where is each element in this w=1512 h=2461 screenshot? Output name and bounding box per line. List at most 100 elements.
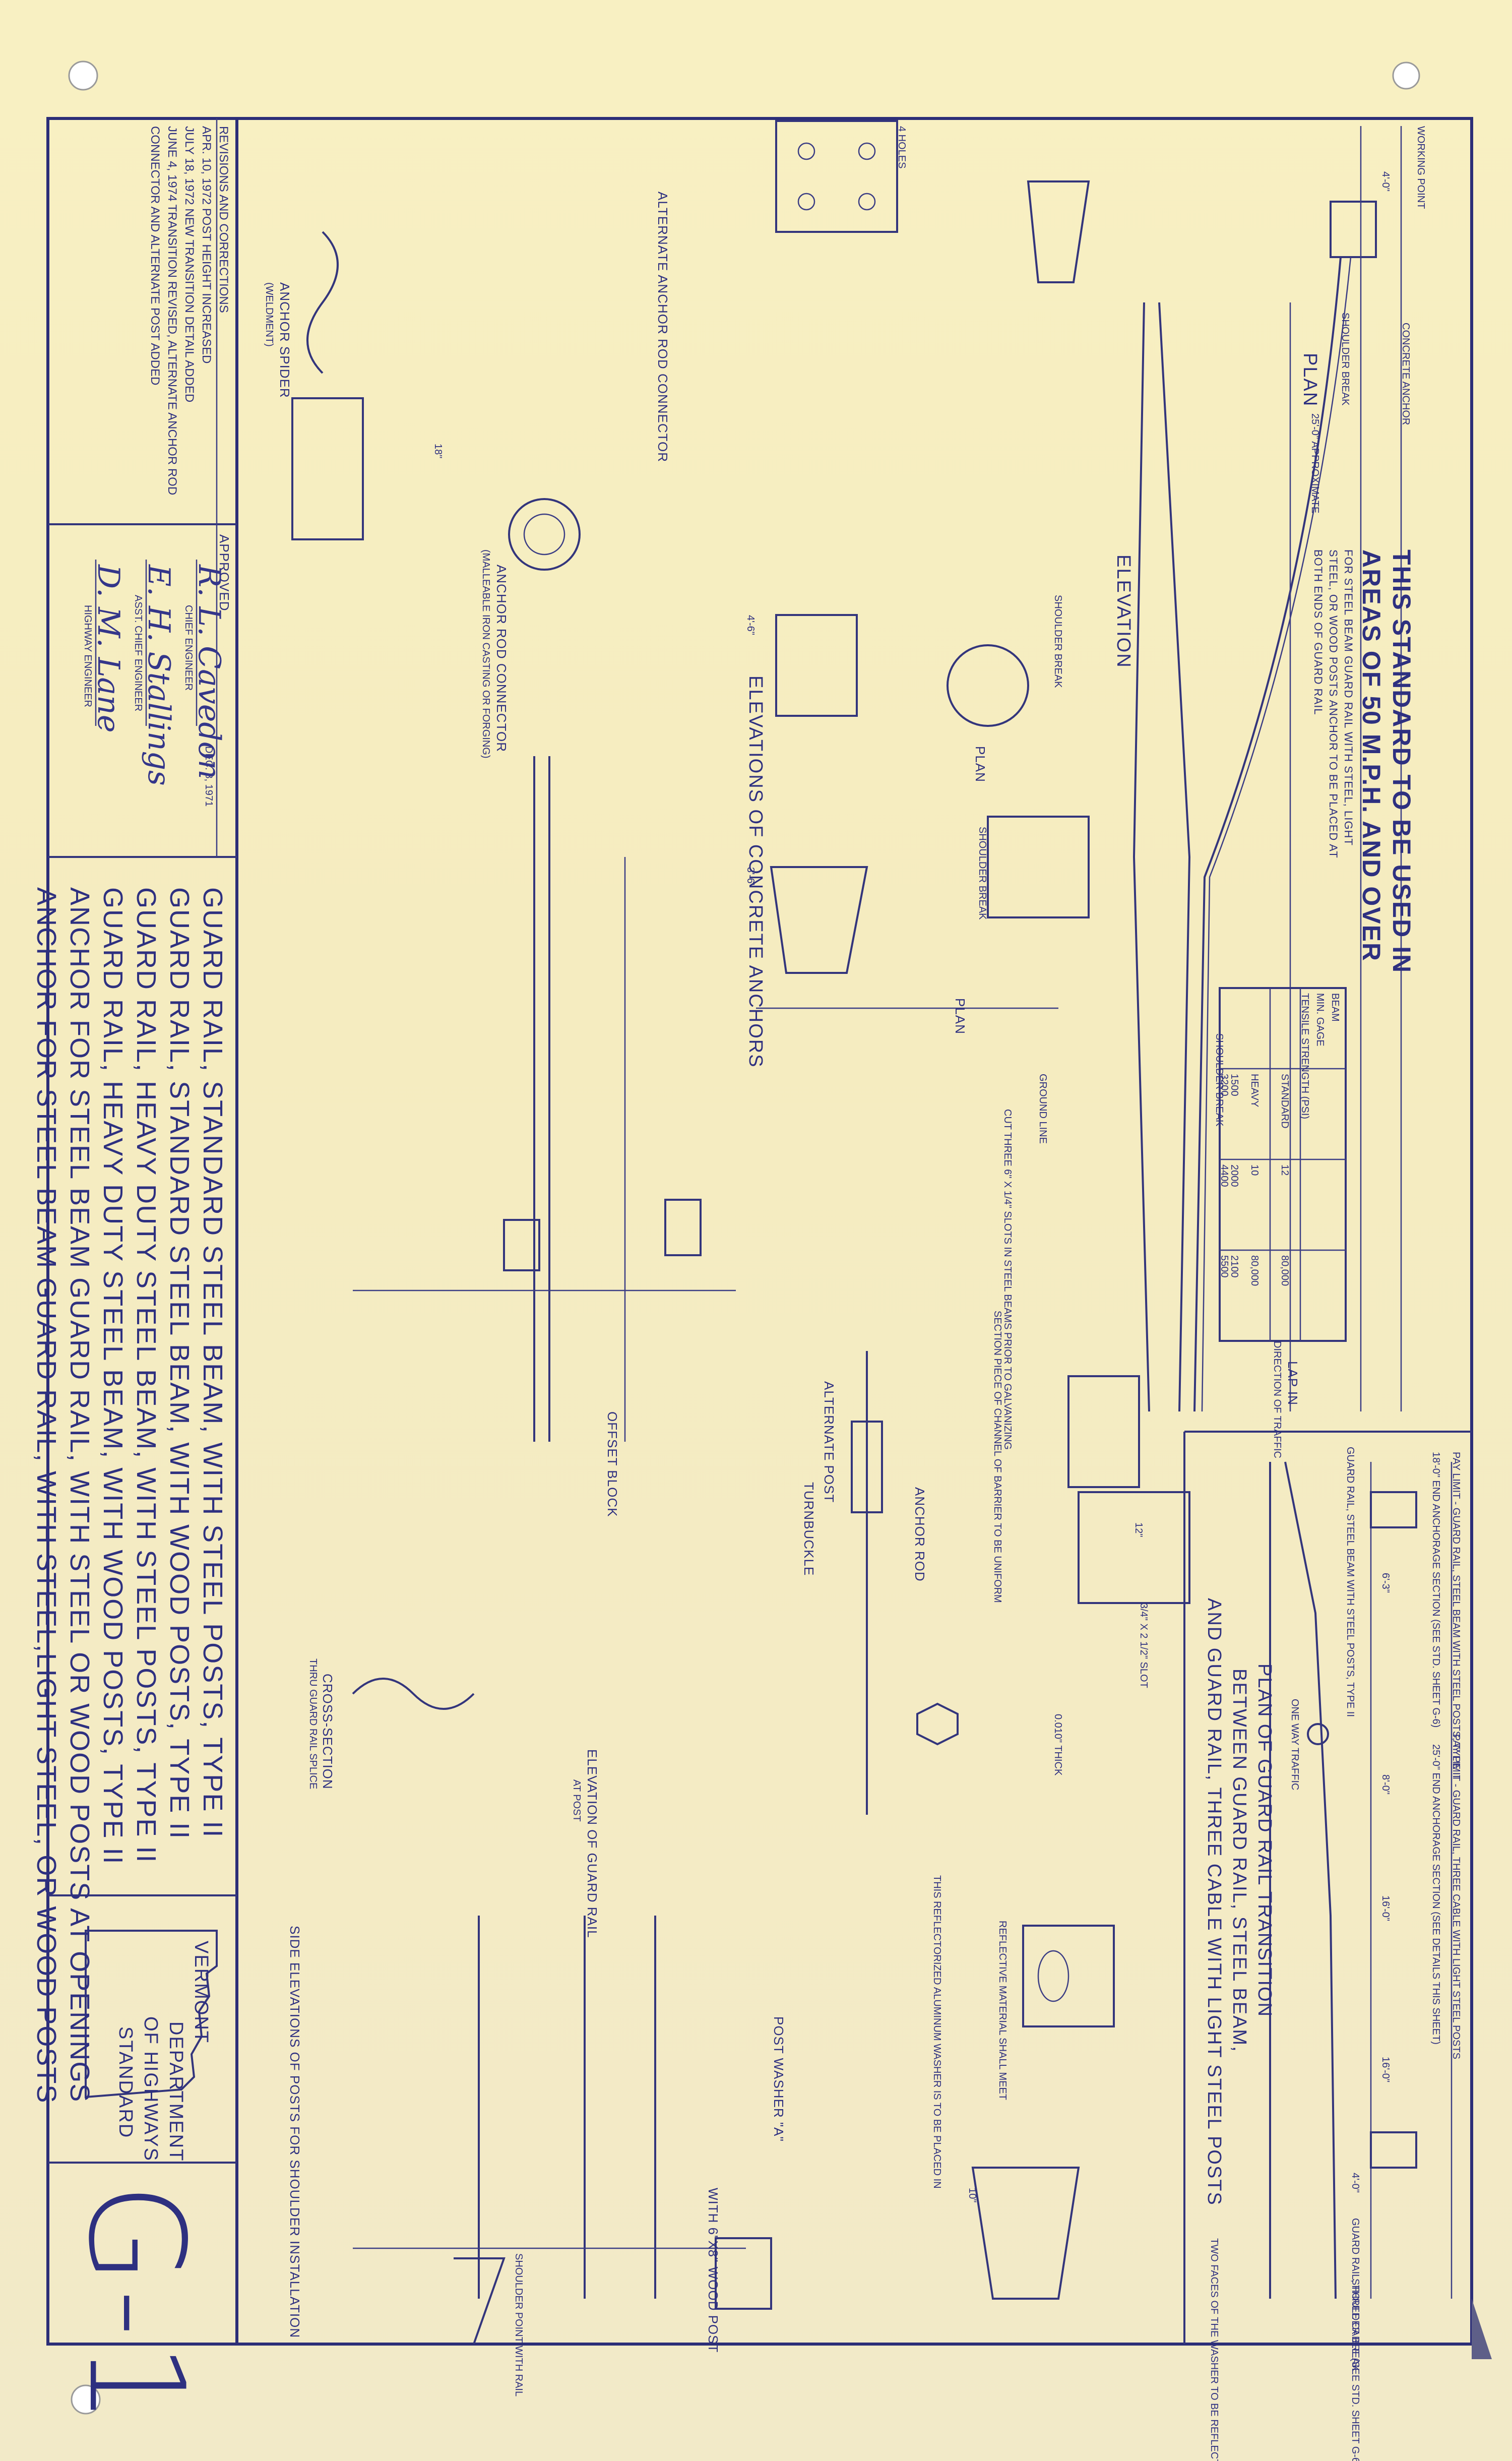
plate-dim-12: 12" <box>1133 1522 1144 1537</box>
chief-engineer-title: CHIEF ENGINEER <box>183 605 194 691</box>
plan-dim-25: 25'-0" APPROXIMATE <box>1309 413 1320 514</box>
sheet-title-block: GUARD RAIL, STANDARD STEEL BEAM, WITH ST… <box>30 887 229 2104</box>
vermont-state-outline <box>85 1930 218 2099</box>
ground-line-label: GROUND LINE <box>1037 1074 1048 1144</box>
offset-block-small <box>503 1219 540 1271</box>
table-load-1: 1500 <box>1229 1074 1240 1096</box>
transition-anchor-right <box>1370 2131 1417 2169</box>
anchor-plate-detail <box>1078 1491 1190 1604</box>
table-row-heavy-gage: 10 <box>1249 1164 1260 1176</box>
table-row-heavy-psi: 80,000 <box>1249 1255 1260 1286</box>
end-anchorage-25: 25'-0" END ANCHORAGE SECTION (SEE DETAIL… <box>1430 1744 1441 2045</box>
table-row-standard-psi: 80,000 <box>1279 1255 1290 1286</box>
anchor-spider-plan <box>291 397 364 540</box>
top-concrete-anchor <box>1330 201 1377 258</box>
plan-small-2-title: PLAN <box>953 998 968 1034</box>
reflective-washer-plate <box>1022 1925 1115 2027</box>
highway-engineer-title: HIGHWAY ENGINEER <box>82 605 93 707</box>
pay-limit-steel-beam: PAY LIMIT - GUARD RAIL, STEEL BEAM WITH … <box>1451 1452 1462 1778</box>
asst-chief-engineer-title: ASST. CHIEF ENGINEER <box>133 595 144 712</box>
rail-cross-section <box>352 1678 475 1710</box>
revision-entry-4: CONNECTOR AND ALTERNATE POST ADDED <box>148 126 162 386</box>
transition-dim-4-0: 4'-0" <box>1350 2173 1361 2193</box>
offset-block-title: OFFSET BLOCK <box>605 1411 620 1517</box>
general-note-sub: FOR STEEL BEAM GUARD RAIL WITH STEEL, LI… <box>1310 549 1356 858</box>
anchor-spider-subtitle: (WELDMENT) <box>264 282 275 347</box>
cut-slots-note: CUT THREE 6" X 1/4" SLOTS IN STEEL BEAMS… <box>1002 1109 1013 1450</box>
title-line-3: GUARD RAIL, HEAVY DUTY STEEL BEAM, WITH … <box>131 887 161 1864</box>
plan-rail-flare <box>1193 257 1342 1412</box>
alternate-post-title: ALTERNATE POST <box>822 1381 837 1503</box>
plan-view-title: PLAN <box>1299 353 1320 407</box>
table-row-heavy: HEAVY <box>1249 1074 1260 1108</box>
agency-of-highways: OF HIGHWAYS <box>140 2016 161 2162</box>
side-elevations-title: SIDE ELEVATIONS OF POSTS FOR SHOULDER IN… <box>287 1926 302 2339</box>
concrete-anchor-block-2 <box>770 866 868 974</box>
anchor-rod-connector-bore <box>523 513 565 556</box>
shoulder-point-label: SHOULDER POINT WITH RAIL <box>513 2253 524 2397</box>
revisions-heading: REVISIONS AND CORRECTIONS <box>217 126 230 313</box>
transition-splice-point <box>1307 1723 1329 1745</box>
table-load-5: 4400 <box>1219 1164 1230 1187</box>
bolt-hole <box>858 193 876 211</box>
transition-title-2: BETWEEN GUARD RAIL, STEEL BEAM, <box>1229 1669 1250 2053</box>
shoulder-break-label-elev: SHOULDER BREAK <box>1052 595 1063 688</box>
shoulder-break-label-plan: SHOULDER BREAK <box>1340 313 1351 406</box>
anchor-plan-circle <box>947 644 1029 727</box>
elevation-concrete-anchor <box>1027 180 1090 283</box>
signature-chief-engineer: R. L. Cavedon <box>192 565 227 779</box>
plan-dim-4-0: 4'-0" <box>1380 171 1391 192</box>
bolt-hole <box>858 142 876 160</box>
cross-section-subtitle: THRU GUARD RAIL SPLICE <box>307 1658 319 1790</box>
table-header-gage: MIN. GAGE <box>1314 993 1326 1047</box>
signature-highway-engineer: D. M. Lane <box>91 565 126 733</box>
revisions-block: REVISIONS AND CORRECTIONS APR. 10, 1972 … <box>146 126 232 495</box>
transition-title-3: AND GUARD RAIL, THREE CABLE WITH LIGHT S… <box>1204 1598 1225 2206</box>
general-note-sub-1: FOR STEEL BEAM GUARD RAIL WITH STEEL, LI… <box>1342 549 1355 846</box>
wood-post-title: WITH 6"X8" WOOD POST <box>706 2188 721 2353</box>
signature-asst-chief-engineer: E. H. Stallings <box>141 565 176 786</box>
transition-dim-6-3: 6'-3" <box>1380 1573 1391 1593</box>
shoulder-break-label-table: SHOULDER BREAK <box>1214 1033 1225 1127</box>
reflective-washer-slot <box>1037 1950 1069 2002</box>
title-line-5: ANCHOR FOR STEEL BEAM GUARD RAIL, WITH S… <box>65 887 95 2103</box>
elevation-view-title: ELEVATION <box>1113 555 1134 668</box>
title-line-4: GUARD RAIL, HEAVY DUTY STEEL BEAM, WITH … <box>98 887 128 1865</box>
anchor-spider-title: ANCHOR SPIDER <box>277 282 292 398</box>
general-note-heading-2: AREAS OF 50 M.P.H. AND OVER <box>1357 549 1385 962</box>
general-note-sub-2: STEEL, OR WOOD POSTS ANCHOR TO BE PLACED… <box>1327 549 1340 858</box>
hex-nut <box>916 1702 959 1746</box>
wood-post-block <box>715 2237 772 2310</box>
shoulder-slope <box>454 2257 506 2345</box>
sheet-border <box>46 117 1473 2346</box>
sheet-corner-mark <box>1472 2299 1492 2359</box>
guard-rail-steel-beam-label: GUARD RAIL, STEEL BEAM WITH STEEL POSTS,… <box>1345 1447 1356 1717</box>
concrete-anchor-label: CONCRETE ANCHOR <box>1400 323 1411 425</box>
elevation-at-post-subtitle: AT POST <box>571 1779 582 1822</box>
revision-entry-3: JUNE 4, 1974 TRANSITION REVISED, ALTERNA… <box>165 126 179 496</box>
thick-dim-label: 0.010" THICK <box>1052 1714 1063 1776</box>
table-row-standard-gage: 12 <box>1279 1164 1290 1176</box>
end-anchorage-18: 18'-0" END ANCHORAGE SECTION (SEE STD. S… <box>1430 1452 1441 1728</box>
title-line-2: GUARD RAIL, STANDARD STEEL BEAM, WITH WO… <box>164 887 195 1840</box>
table-header-tensile: TENSILE STRENGTH (PSI) <box>1299 993 1310 1120</box>
anchor-dim-4-6: 4'-6" <box>745 615 756 635</box>
sheet-id: G-1 <box>59 2183 212 2430</box>
anchor-rod-connector-ring <box>508 498 581 571</box>
title-line-6: ANCHOR FOR STEEL BEAM GUARD RAIL, WITH S… <box>31 887 61 2104</box>
anchor-dim-3-6: 3'-6" <box>745 867 756 887</box>
bolt-hole <box>797 193 815 211</box>
title-line-1: GUARD RAIL, STANDARD STEEL BEAM, WITH ST… <box>198 887 228 1838</box>
anchor-spider-sketch <box>306 231 339 374</box>
anchor-plate-holes-label: 4 HOLES <box>896 126 907 169</box>
working-point-label: WORKING POINT <box>1415 126 1426 209</box>
anchor-plate-plan <box>775 120 898 233</box>
revision-entry-1: APR. 10, 1972 POST HEIGHT INCREASED <box>200 126 213 364</box>
table-load-6: 5500 <box>1219 1255 1230 1278</box>
agency-state: VERMONT <box>191 1941 212 2044</box>
revision-entry-2: JULY 18, 1972 NEW TRANSITION DETAIL ADDE… <box>182 126 196 403</box>
washer-dim-10: 10" <box>967 2188 978 2203</box>
transition-dim-16-0-a: 16'-0" <box>1380 1895 1391 1921</box>
general-note-sub-3: BOTH ENDS OF GUARD RAIL <box>1312 549 1325 715</box>
